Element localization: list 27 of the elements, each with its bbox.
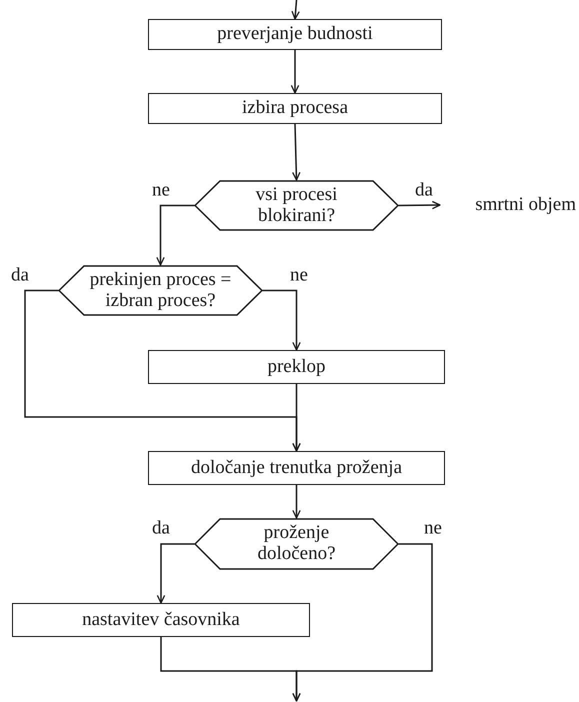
node-label: prekinjen proces = izbran proces? [88, 270, 232, 312]
process-box [148, 93, 442, 124]
flow-arrow [292, 485, 301, 519]
node-label: izbira procesa [242, 98, 348, 119]
process-box [148, 350, 445, 384]
node-label: nastavitev časovnika [82, 610, 240, 630]
flow-arrow [291, 0, 300, 20]
flow-arrow [156, 543, 195, 604]
flow-arrow [398, 200, 441, 210]
flow-arrow [290, 50, 300, 94]
node-label: vsi procesi blokirani? [254, 184, 338, 226]
node-label: preklop [267, 356, 326, 378]
decision-hexagon [195, 518, 398, 570]
process-box [12, 603, 310, 637]
terminal-text: smrtni objem [440, 192, 576, 218]
decision-hexagon [59, 265, 262, 316]
node-label: proženje določeno? [256, 523, 337, 565]
decision-hexagon [195, 180, 398, 231]
node-label: določanje trenutka proženja [190, 458, 402, 478]
flow-arrow [262, 290, 301, 351]
flow-arrow [156, 204, 195, 266]
process-box [148, 19, 442, 50]
flow-arrow [292, 384, 301, 452]
flow-arrow [160, 637, 301, 702]
node-label: preverjanje budnosti [217, 24, 373, 45]
flow-arrow [292, 124, 301, 181]
process-box [148, 451, 445, 485]
